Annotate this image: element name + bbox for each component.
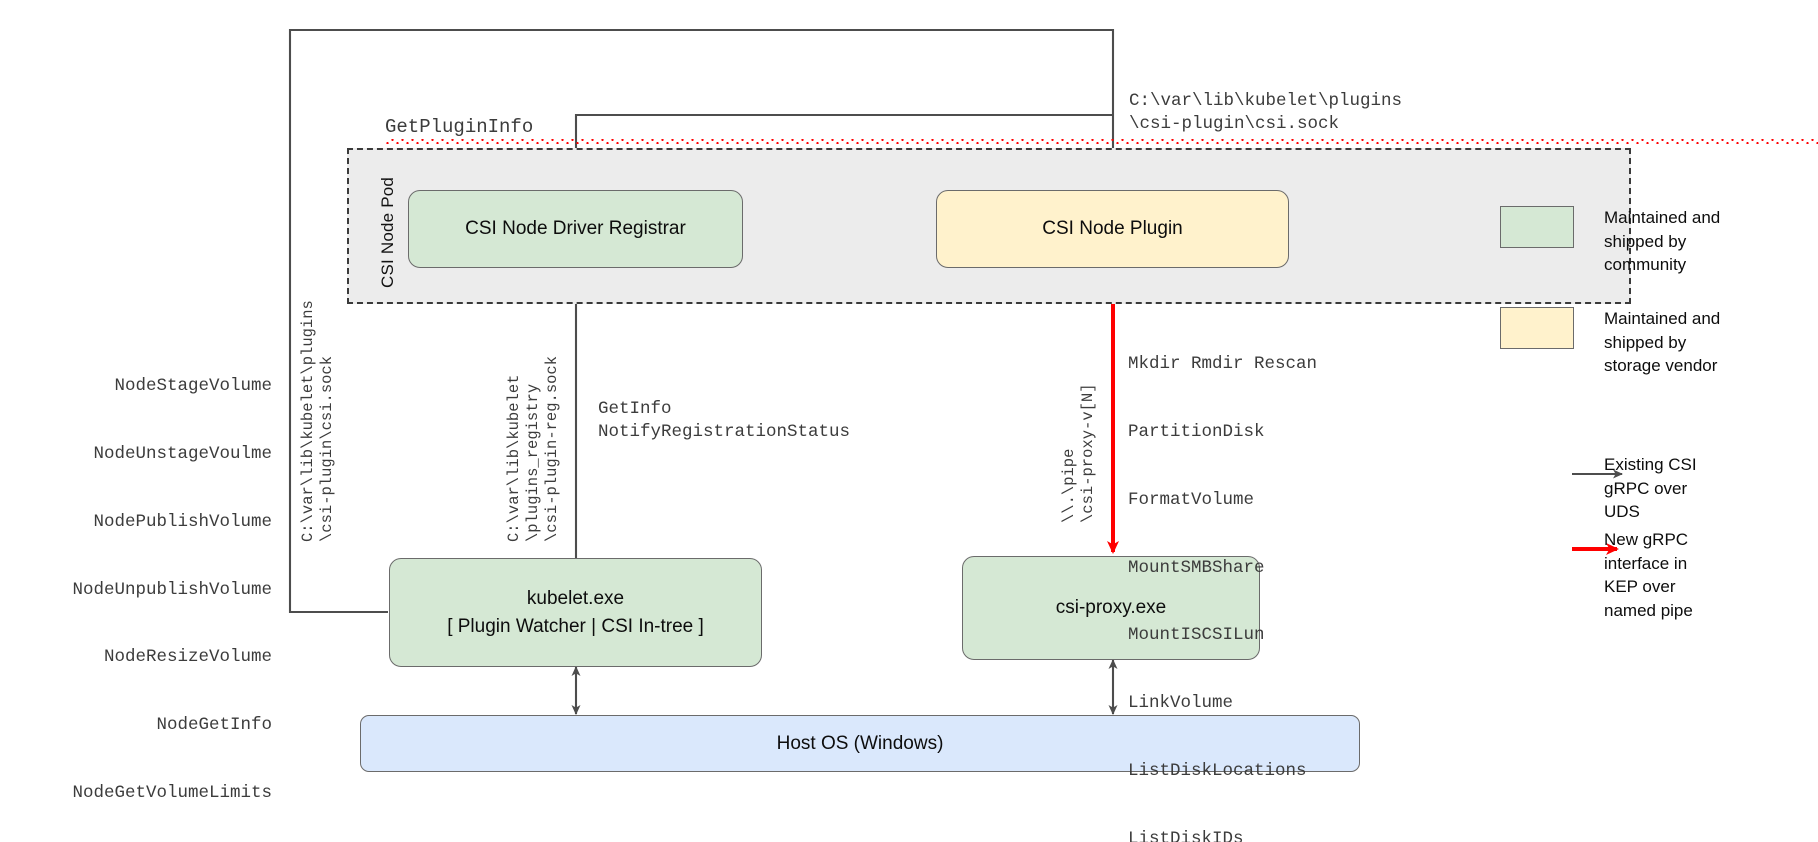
api-item: NodeUnpublishVolume [72, 579, 272, 600]
api-item: NodePublishVolume [93, 511, 272, 532]
legend-item-existing-csi: Existing CSI gRPC over UDS [1500, 453, 1697, 524]
label-registry-sock-path-vertical: C:\var\lib\kubelet \plugins_registry \cs… [505, 355, 561, 542]
legend-item-community: Maintained and shipped by community [1500, 206, 1720, 277]
label-csi-node-api-list: NodeStageVolume NodeUnstageVoulme NodePu… [0, 330, 272, 842]
legend-arrow-icon-red [1500, 528, 1574, 570]
connector-kubelet-to-node-plugin [288, 28, 1118, 614]
legend: Maintained and shipped by community Main… [1500, 190, 1800, 620]
api-item: PartitionDisk [1128, 421, 1265, 442]
legend-label: Maintained and shipped by community [1604, 208, 1721, 274]
label-csi-sock-path-vertical: C:\var\lib\kubelet\plugins \csi-plugin\c… [299, 300, 336, 542]
node-csi-proxy-exe[interactable]: csi-proxy.exe [962, 556, 1260, 660]
api-item: ListDiskLocations [1128, 760, 1307, 781]
legend-label: Existing CSI gRPC over UDS [1604, 455, 1697, 521]
label-csi-proxy-api-list: Mkdir Rmdir Rescan PartitionDisk FormatV… [1128, 308, 1317, 842]
node-label: Host OS (Windows) [776, 732, 944, 754]
legend-swatch-green [1500, 206, 1574, 248]
api-item: Mkdir Rmdir Rescan [1128, 354, 1318, 375]
label-csi-sock-path-top: C:\var\lib\kubelet\plugins \csi-plugin\c… [1129, 91, 1403, 134]
node-csi-node-plugin[interactable]: CSI Node Plugin [936, 190, 1289, 268]
api-item: NodeStageVolume [114, 376, 272, 397]
api-item: NodeUnstageVoulme [93, 443, 272, 464]
api-item: NodeResizeVolume [103, 647, 272, 668]
legend-swatch-yellow [1500, 307, 1574, 349]
api-item: NodeGetVolumeLimits [72, 782, 272, 803]
api-item: FormatVolume [1128, 489, 1255, 510]
legend-arrow-icon-dark [1500, 453, 1574, 495]
label-get-plugin-info: GetPluginInfo [385, 116, 1818, 144]
api-item: MountSMBShare [1128, 557, 1265, 578]
csi-node-pod-label: CSI Node Pod [378, 176, 397, 288]
api-item: LinkVolume [1128, 693, 1234, 714]
api-item: ListDiskIDs [1128, 828, 1244, 842]
node-label: CSI Node Plugin [1042, 218, 1183, 240]
legend-label: Maintained and shipped by storage vendor [1604, 309, 1721, 375]
legend-item-storage-vendor: Maintained and shipped by storage vendor [1500, 307, 1720, 378]
legend-item-new-grpc: New gRPC interface in KEP over named pip… [1500, 528, 1693, 622]
node-host-os[interactable]: Host OS (Windows) [360, 715, 1360, 772]
node-label-line2: [ Plugin Watcher | CSI In-tree ] [447, 615, 704, 637]
node-csi-node-driver-registrar[interactable]: CSI Node Driver Registrar [408, 190, 743, 268]
label-registration-calls: GetInfo NotifyRegistrationStatus [598, 399, 851, 442]
api-item: MountISCSILun [1128, 625, 1265, 646]
api-item: NodeGetInfo [156, 715, 272, 736]
node-label: csi-proxy.exe [1055, 597, 1167, 619]
node-label: CSI Node Driver Registrar [465, 218, 686, 240]
label-named-pipe-vertical: \\.\pipe \csi-proxy-v[N] [1060, 383, 1097, 523]
node-kubelet-exe[interactable]: kubelet.exe [ Plugin Watcher | CSI In-tr… [389, 558, 762, 667]
node-label-line1: kubelet.exe [526, 587, 625, 609]
legend-label: New gRPC interface in KEP over named pip… [1604, 530, 1693, 620]
